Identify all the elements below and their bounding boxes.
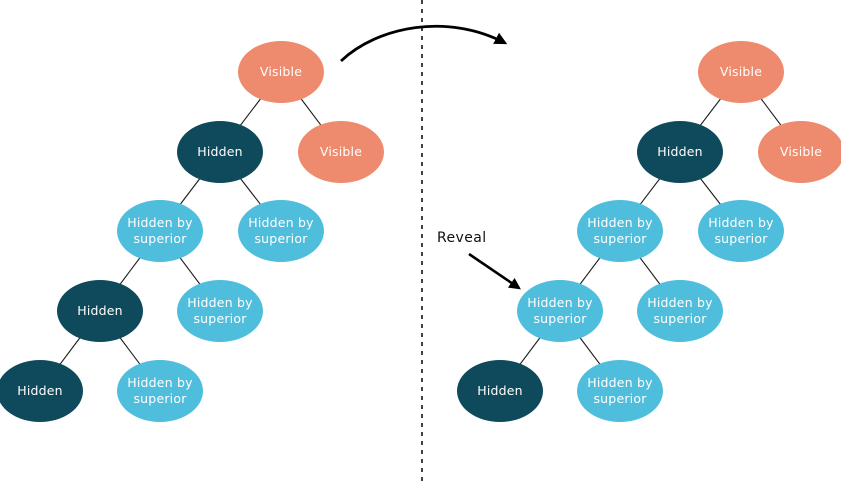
tree-node-visible: Visible [238,41,324,103]
reveal-label: Reveal [437,230,487,246]
tree-node-hidden-by-superior: Hidden by superior [577,360,663,422]
tree-node-hidden: Hidden [57,280,143,342]
tree-node-hidden-by-superior: Hidden by superior [117,360,203,422]
reveal-arrow [468,252,521,290]
tree-node-visible: Visible [758,121,841,183]
tree-node-hidden-by-superior: Hidden by superior [117,200,203,262]
tree-node-hidden-by-superior: Hidden by superior [698,200,784,262]
tree-node-hidden-by-superior: Hidden by superior [577,200,663,262]
tree-node-hidden: Hidden [637,121,723,183]
tree-node-hidden: Hidden [0,360,83,422]
tree-node-hidden-by-superior: Hidden by superior [238,200,324,262]
tree-node-hidden-by-superior: Hidden by superior [637,280,723,342]
tree-node-hidden: Hidden [457,360,543,422]
transition-arrow [340,24,508,63]
tree-node-hidden: Hidden [177,121,263,183]
tree-node-visible: Visible [298,121,384,183]
tree-node-hidden-by-superior: Hidden by superior [517,280,603,342]
tree-node-hidden-by-superior: Hidden by superior [177,280,263,342]
tree-node-visible: Visible [698,41,784,103]
